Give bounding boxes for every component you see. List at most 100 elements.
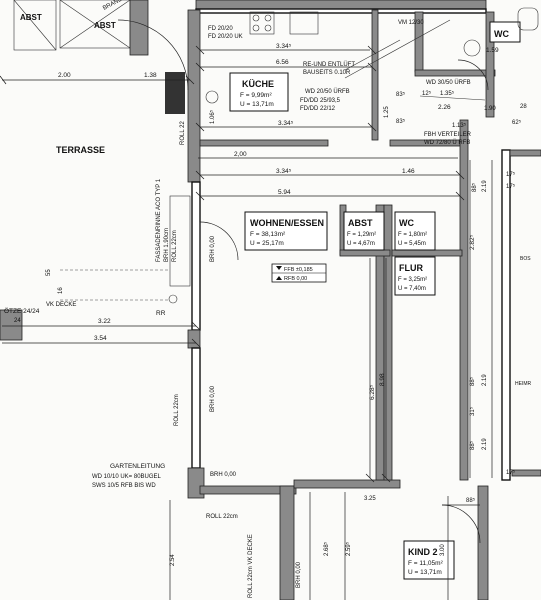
abst-tl-box [13, 0, 57, 51]
flur-name: FLUR [399, 263, 423, 273]
brh-000-label-c: BRH 0,00 [210, 472, 237, 478]
fassade-label-2: BRH 1.90cm [164, 228, 170, 262]
dim-113: 1.13⁵ [452, 122, 467, 129]
abst-name: ABST [348, 218, 373, 228]
left-wall-upper [187, 9, 201, 183]
dim-334c: 3.34⁵ [276, 168, 292, 175]
rr-label: RR [156, 310, 166, 317]
wc-top-box [489, 21, 521, 43]
dim-254: 2.54 [170, 554, 176, 566]
kind2-area: F = 11,05m² [408, 560, 444, 567]
dim-200b: 2,00 [234, 151, 247, 158]
abst-tl-wall [129, 0, 149, 56]
flur-right-wall [459, 119, 469, 481]
kind2-perimeter: U = 13,71m [408, 569, 442, 576]
dim-226: 2.26 [438, 104, 451, 111]
dim-88a: 88⁵ [471, 182, 478, 192]
vm-label: VM 12/30 [398, 20, 424, 26]
abst-perimeter: U = 4,67m [347, 241, 375, 247]
door-arc-wc [457, 59, 489, 91]
flur-box [394, 256, 436, 296]
wc-name: WC [399, 218, 414, 228]
dim-300: 3.00 [440, 544, 446, 556]
dim-62: 62⁵ [512, 119, 522, 126]
kind-wall-right [477, 485, 489, 600]
dim-898: 8.98 [379, 373, 386, 386]
fbh-label: FBH VERTEILER [424, 132, 472, 138]
abst-tl-diag [13, 0, 57, 51]
washbasin [463, 39, 481, 57]
kueche-box [229, 72, 289, 112]
level-marker-arrow-1 [276, 266, 282, 270]
roll-22-label: ROLL 22 [180, 121, 186, 145]
dim-88d: 88⁵ [466, 497, 476, 504]
wd-3050-label: WD 30/50 ÜRFB [426, 79, 471, 86]
heimr-label: HEIMR [515, 381, 532, 387]
level-marker-arrow-2 [276, 276, 282, 280]
kitchen-living-wall [199, 139, 329, 147]
kitchen-right-wall [371, 9, 379, 141]
dim-219b: 2.19 [482, 374, 488, 386]
abst-box [343, 211, 385, 251]
abst-tl2-diag2 [59, 0, 131, 49]
bottom-wall-a [199, 485, 297, 495]
dim-17b: 17⁵ [506, 183, 516, 190]
dim-16: 16 [58, 287, 64, 294]
dim-594: 5.94 [278, 189, 291, 196]
dim-268: 2.68⁵ [323, 541, 330, 556]
dim-219a: 2.19 [482, 180, 488, 192]
fbh-wd-label: WD 72/80 Ü RFB [424, 139, 470, 146]
roll-22cm-label-c: ROLL 22cm [206, 514, 238, 520]
fassade-label-1: FASSADENRINNE ACO TYP 1 [156, 178, 162, 262]
leader-2 [344, 19, 451, 79]
kind-wall-top [293, 479, 401, 489]
dim-138: 1.38 [144, 72, 157, 79]
sws-label: SWS 10/5 RFB BIS WD [92, 483, 156, 489]
wd-1010-label: WD 10/10 UK= 80BUGEL [92, 474, 162, 480]
dim-628: 6.28⁵ [369, 384, 376, 400]
dim-334b: 3.34⁵ [278, 120, 294, 127]
ffb-label: FFB ±0,185 [284, 267, 313, 273]
dim-354: 3.54 [94, 335, 107, 342]
bauseits-label: BAUSEITS 0.10R [303, 70, 351, 76]
abst-tl2-name: ABST [94, 21, 116, 30]
wohnen-box [244, 211, 328, 251]
dim-656: 6.56 [276, 59, 289, 66]
dim-219c: 2.19 [482, 438, 488, 450]
abst-area: F = 1,29m² [347, 232, 376, 238]
wc-top-bottom [414, 69, 496, 77]
leader-3 [419, 95, 486, 101]
kind-wall-left [279, 485, 295, 600]
brh-000-label-d: BRH 0,00 [296, 561, 302, 588]
roll-22cm-label: ROLL 22cm [172, 230, 178, 262]
stuetze-label: ÖTZE 24/24 [4, 307, 40, 315]
top-wall-inner [195, 8, 487, 14]
fd-dd1-label: FD/DD 25/93,5 [300, 98, 341, 104]
terrace-post [168, 294, 178, 304]
sink [289, 11, 319, 35]
hatched-column [165, 72, 185, 114]
wohnen-area: F = 38,13m² [250, 231, 286, 238]
door-arc-living [199, 221, 239, 261]
flur-left-wall [383, 204, 393, 481]
dim-88b: 88⁵ [469, 376, 476, 386]
kueche-area: F = 9,99m² [240, 92, 272, 99]
dim-190: 1.90 [484, 106, 496, 112]
top-wall [195, 0, 487, 10]
wc-box [394, 211, 436, 251]
gartenleitung-label: GARTENLEITUNG [110, 463, 165, 470]
dim-88c: 88⁵ [469, 440, 476, 450]
dim-125b: 12⁵ [422, 90, 432, 97]
dim-322: 3.22 [98, 318, 111, 325]
dim-106: 1.06⁵ [209, 109, 216, 124]
re-und-label: RE-UND ENTLÜFT [303, 61, 355, 68]
dim-159: 1.59 [486, 47, 499, 54]
right-ext-top [509, 149, 541, 157]
stove [249, 11, 275, 35]
flur-perimeter: U = 7,40m [398, 286, 426, 292]
dim-17c: 17⁵ [506, 469, 516, 476]
wd-2050-label: WD 20/50 ÜRFB [305, 88, 350, 95]
dim-146: 1.46 [402, 168, 415, 175]
